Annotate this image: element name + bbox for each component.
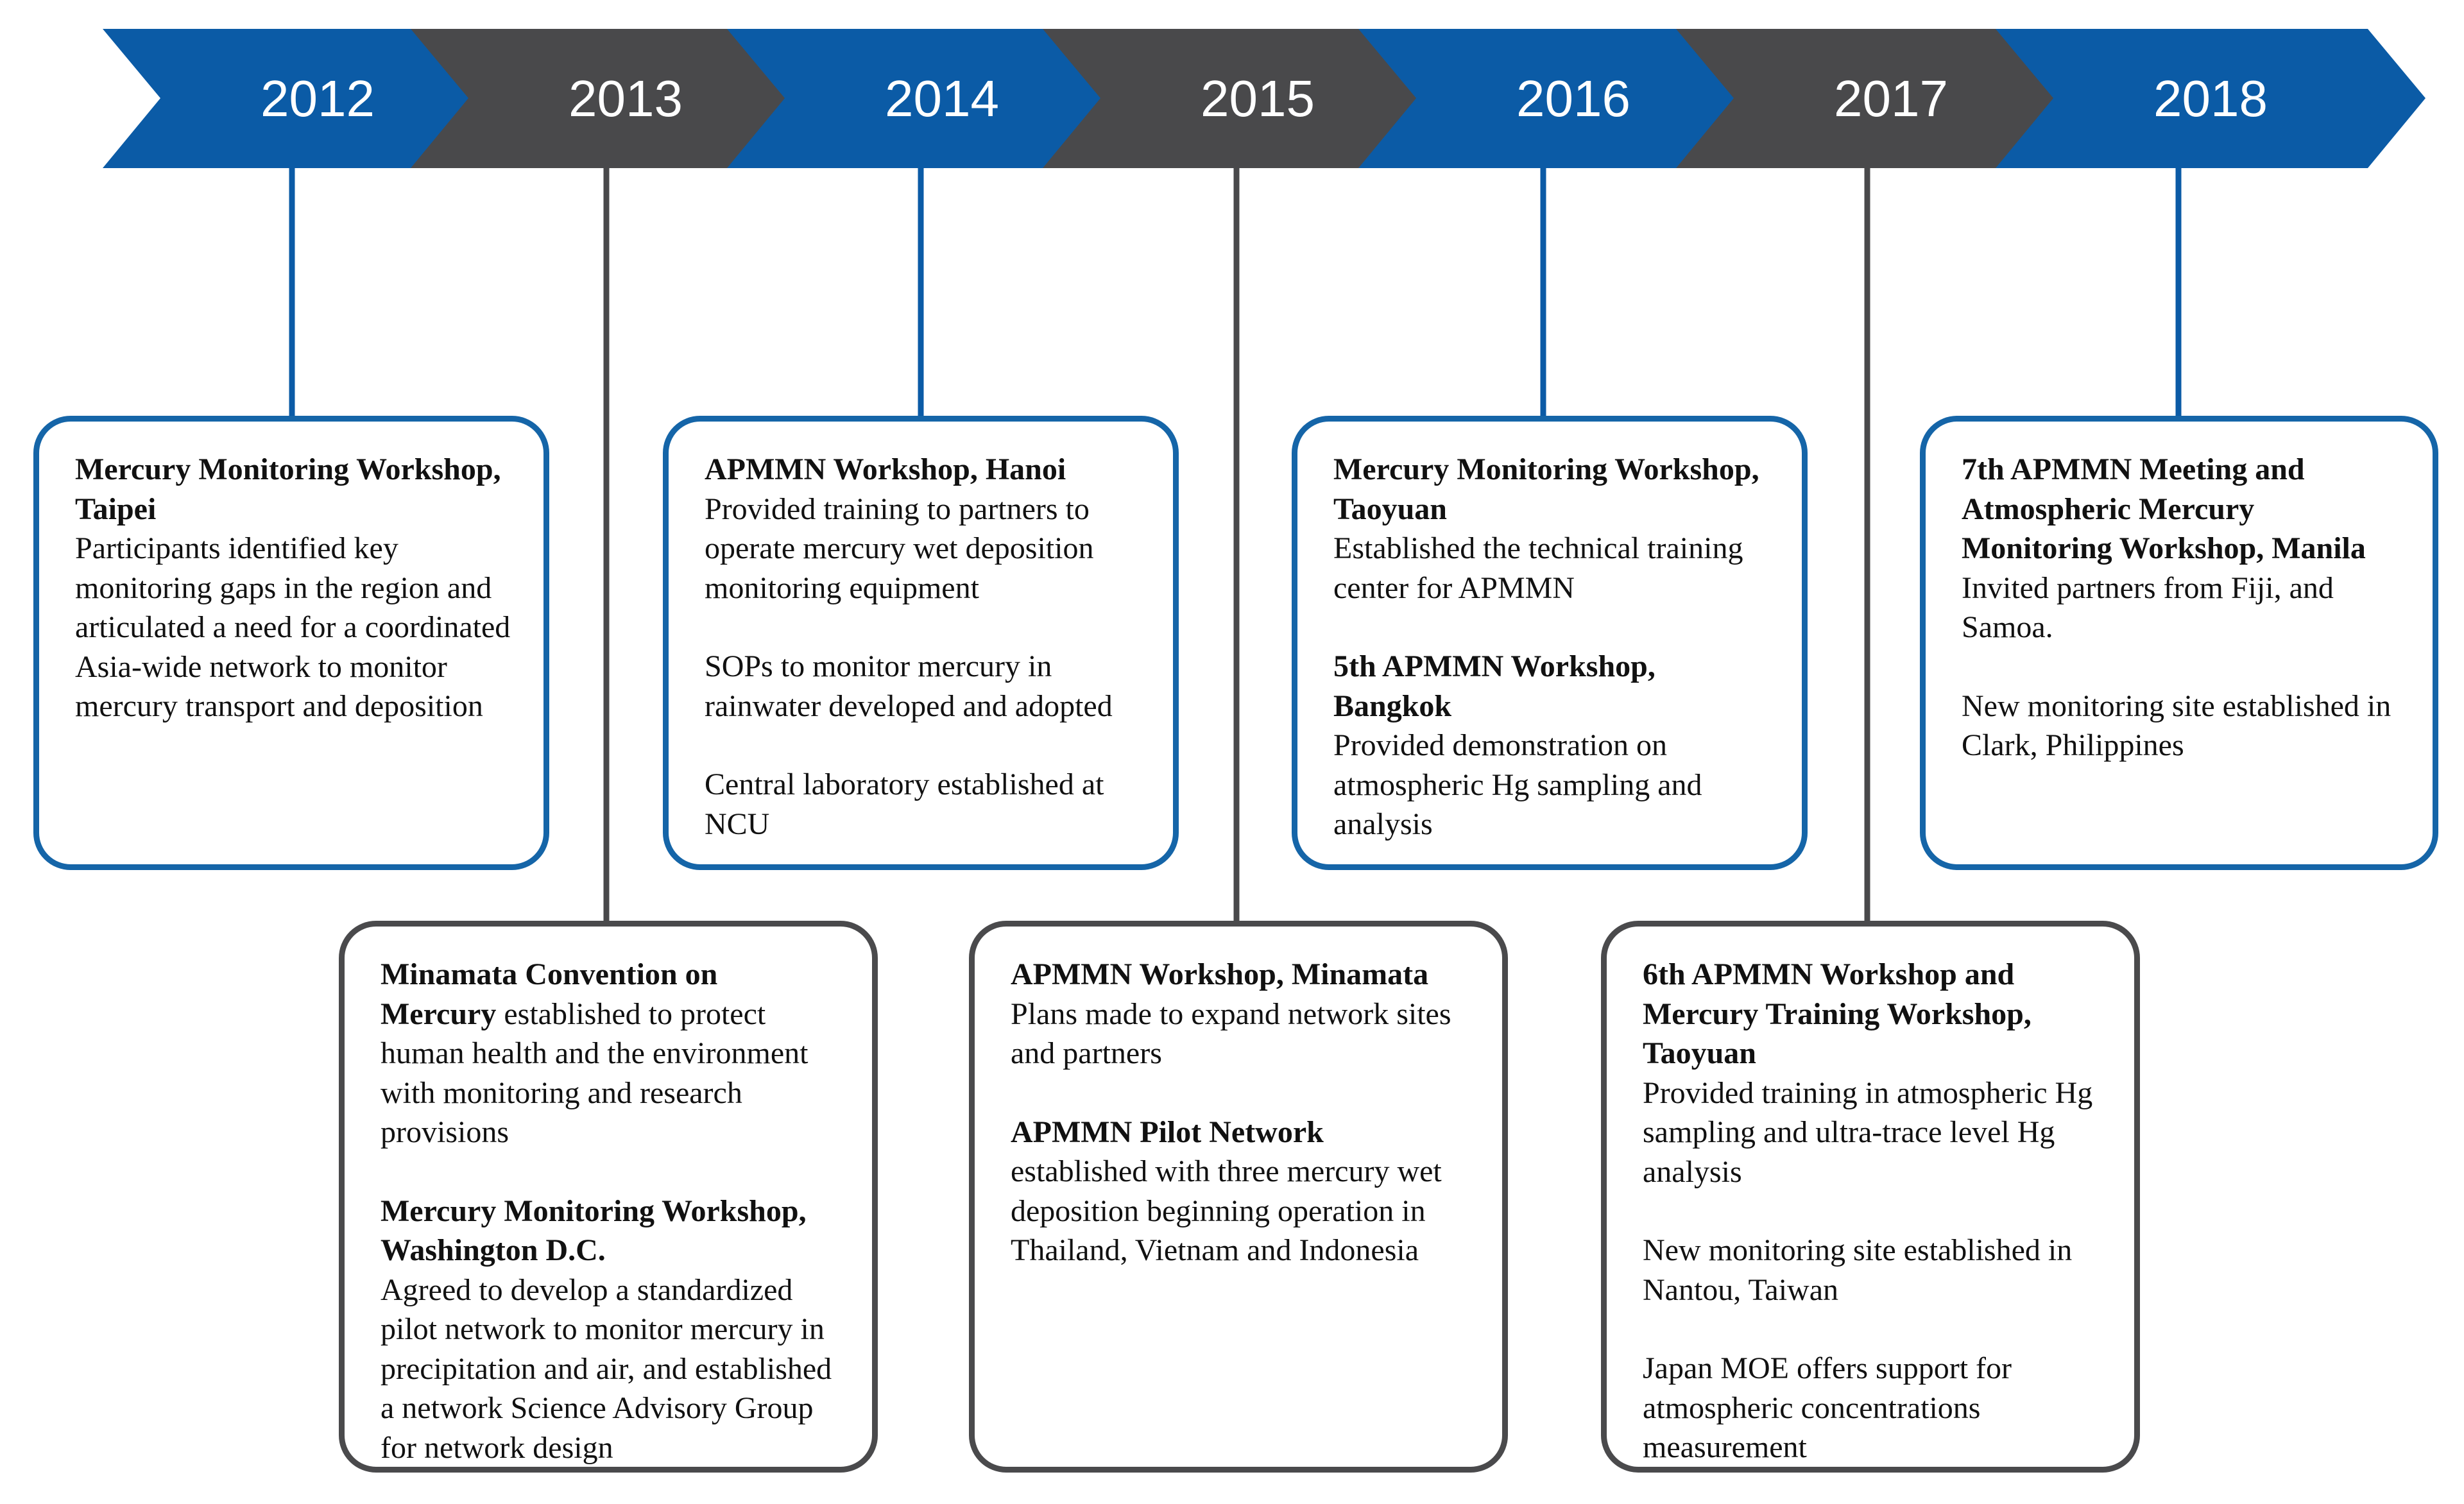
event-card-2014: APMMN Workshop, Hanoi Provided training … [663, 416, 1179, 870]
year-label-2018: 2018 [2153, 70, 2268, 127]
year-label-2016: 2016 [1516, 70, 1630, 127]
event-card-2013: Minamata Convention on Mercury establish… [339, 921, 878, 1473]
event-text: established to protect human health and … [381, 996, 809, 1150]
event-title: Mercury Monitoring Workshop, Taipei [75, 452, 501, 526]
event-text: SOPs to monitor mercury in rainwater dev… [705, 649, 1113, 723]
event-text: Participants identified key monitoring g… [75, 531, 511, 723]
event-card-2017: 6th APMMN Workshop and Mercury Training … [1601, 921, 2140, 1473]
event-text: Japan MOE offers support for atmospheric… [1643, 1351, 2012, 1464]
year-label-2012: 2012 [261, 70, 375, 127]
event-text: Provided demonstration on atmospheric Hg… [1333, 728, 1702, 841]
year-label-2013: 2013 [569, 70, 683, 127]
event-text: Central laboratory established at NCU [705, 767, 1104, 841]
event-text: Invited partners from Fiji, and Samoa. [1962, 570, 2334, 645]
event-title: 6th APMMN Workshop and Mercury Training … [1643, 957, 2032, 1070]
event-title: APMMN Workshop, Hanoi [705, 452, 1066, 486]
event-text: established with three mercury wet depos… [1011, 1154, 1442, 1267]
event-title: APMMN Workshop, Minamata [1011, 957, 1429, 991]
chevron-2016 [1358, 29, 1788, 168]
event-title: APMMN Pilot Network [1011, 1115, 1324, 1149]
chevron-2018 [1996, 29, 2426, 168]
event-title: Minamata Convention on Mercury [381, 957, 718, 1031]
year-label-2014: 2014 [885, 70, 999, 127]
chevron-2012 [103, 29, 533, 168]
year-label-2015: 2015 [1201, 70, 1315, 127]
event-text: Plans made to expand network sites and p… [1011, 996, 1451, 1071]
event-title: Mercury Monitoring Workshop, Taoyuan [1333, 452, 1759, 526]
chevron-2017 [1676, 29, 2106, 168]
event-text: Established the technical training cente… [1333, 531, 1743, 605]
event-text: Agreed to develop a standardized pilot n… [381, 1272, 832, 1465]
event-card-2016: Mercury Monitoring Workshop, Taoyuan Est… [1292, 416, 1808, 870]
event-card-2015: APMMN Workshop, Minamata Plans made to e… [969, 921, 1508, 1473]
event-title: 7th APMMN Meeting and Atmospheric Mercur… [1962, 452, 2366, 565]
event-card-2012: Mercury Monitoring Workshop, Taipei Part… [33, 416, 549, 870]
event-text: Provided training to partners to operate… [705, 491, 1094, 605]
event-text: Provided training in atmospheric Hg samp… [1643, 1075, 2093, 1189]
event-text: New monitoring site established in Nanto… [1643, 1233, 2073, 1307]
year-label-2017: 2017 [1834, 70, 1948, 127]
event-title: 5th APMMN Workshop, Bangkok [1333, 649, 1656, 723]
event-card-2018: 7th APMMN Meeting and Atmospheric Mercur… [1920, 416, 2438, 870]
chevron-2015 [1043, 29, 1473, 168]
chevron-2013 [411, 29, 841, 168]
chevron-2014 [727, 29, 1157, 168]
event-text: New monitoring site established in Clark… [1962, 688, 2391, 763]
event-title: Mercury Monitoring Workshop, Washington … [381, 1193, 807, 1268]
